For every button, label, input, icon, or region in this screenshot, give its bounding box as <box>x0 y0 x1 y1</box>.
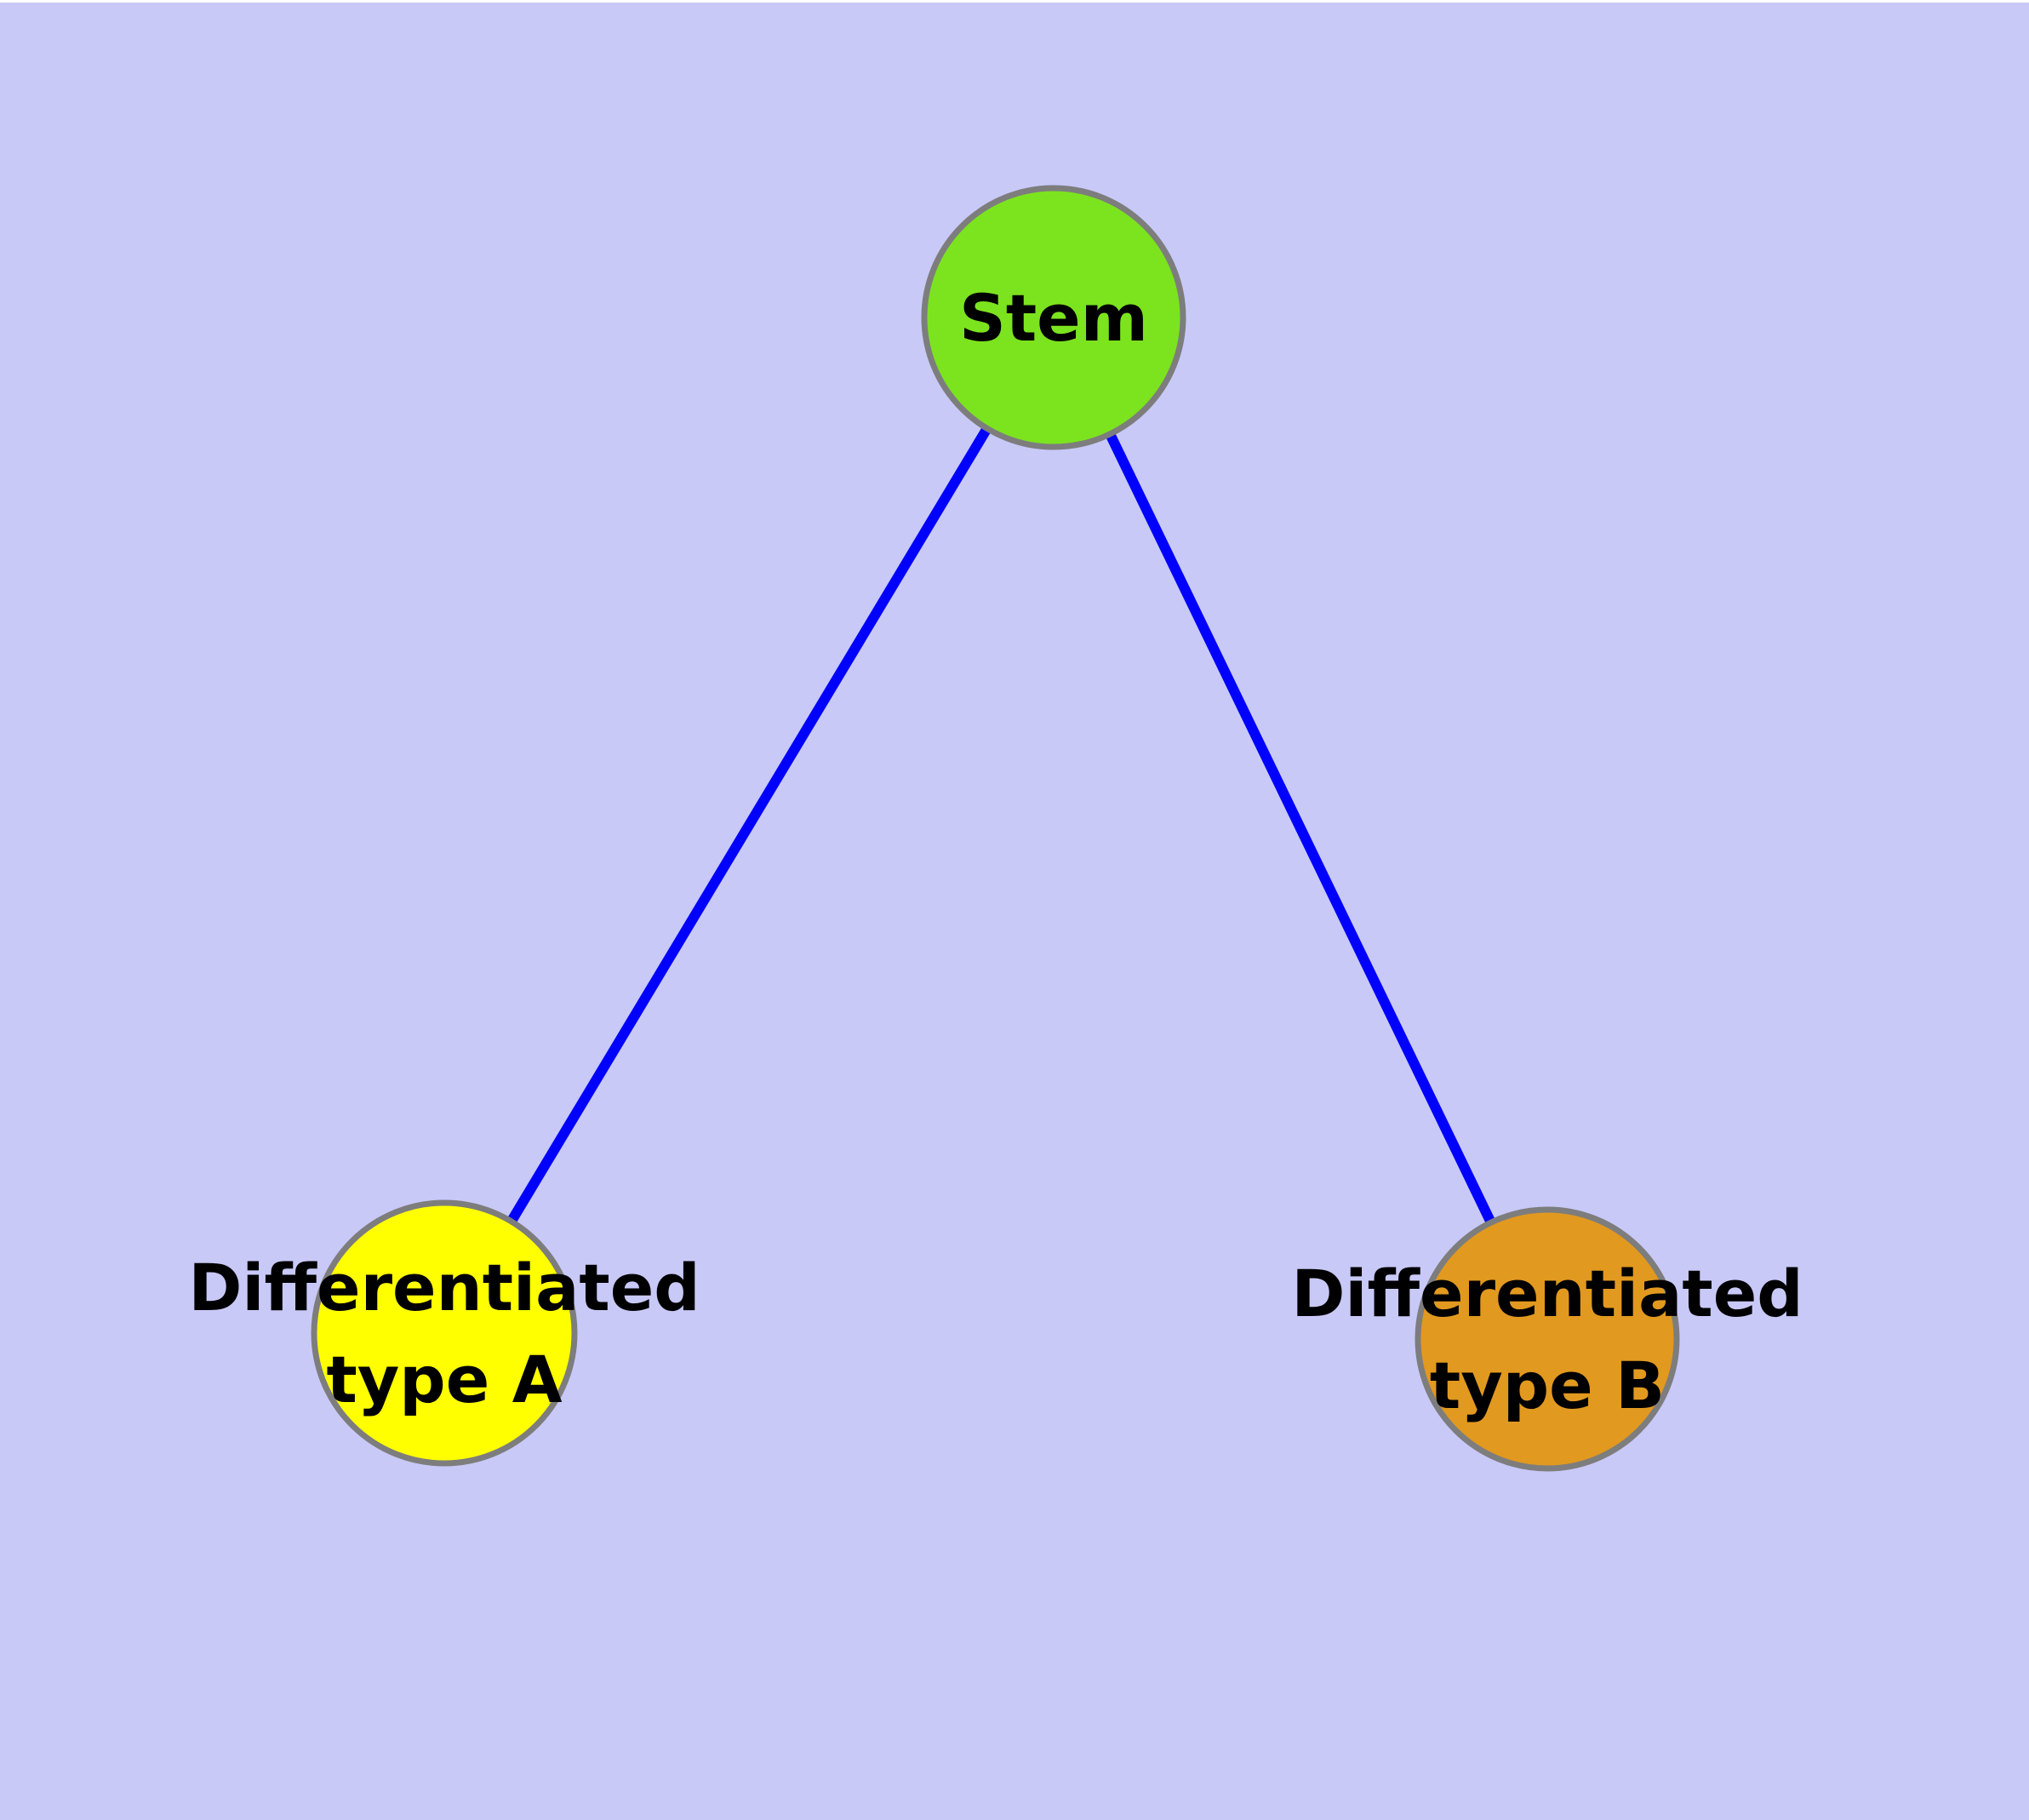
node-differentiated-type-a[interactable] <box>311 1199 578 1467</box>
page-top-margin <box>0 0 2029 3</box>
edge-stem-to-differentiated-type-b <box>1049 315 1552 1342</box>
node-stem[interactable] <box>921 185 1186 450</box>
node-label-stem: Stem <box>959 280 1148 356</box>
edge-stem-to-differentiated-type-a <box>439 314 1059 1336</box>
node-differentiated-type-b[interactable] <box>1415 1206 1680 1472</box>
